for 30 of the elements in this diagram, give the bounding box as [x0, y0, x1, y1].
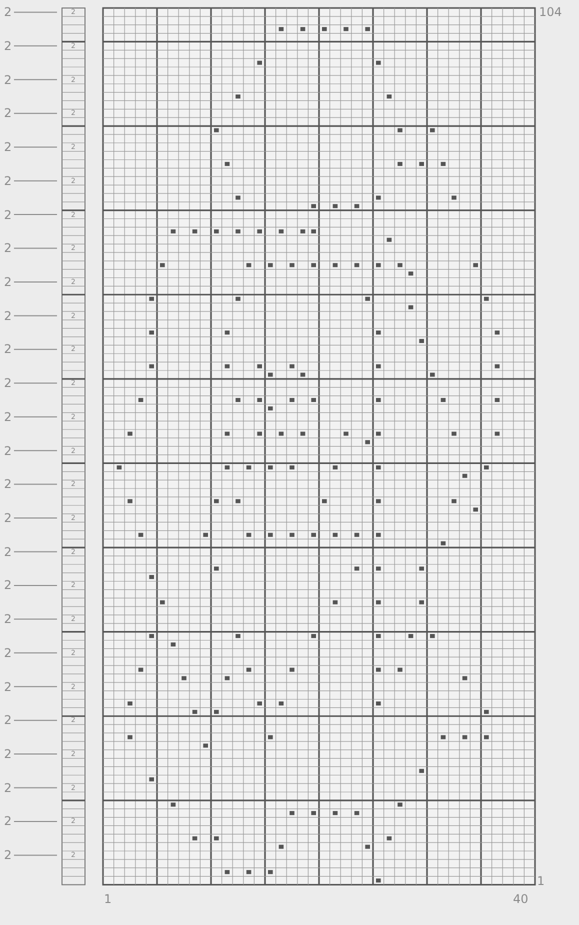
row-count-number: 2 — [4, 174, 12, 187]
row-count-number: 2 — [4, 310, 12, 322]
row-count-number: 2 — [4, 444, 12, 457]
row-count-number: 2 — [4, 40, 12, 52]
row-count-number: 2 — [4, 6, 12, 18]
row-count-number: 2 — [4, 276, 12, 288]
row-count-number: 2 — [4, 849, 12, 862]
row-count-number: 2 — [4, 478, 12, 490]
row-count-number: 2 — [4, 579, 12, 592]
row-count-number: 2 — [4, 613, 12, 626]
column-number: 40 — [513, 893, 528, 905]
row-count-number: 2 — [4, 714, 12, 726]
row-count-number: 2 — [4, 680, 12, 693]
row-count-number: 2 — [4, 208, 12, 221]
row-count-number: 2 — [4, 748, 12, 760]
row-number: 104 — [539, 6, 562, 18]
row-number: 1 — [537, 874, 545, 887]
row-count-number: 2 — [4, 343, 12, 356]
row-count-number: 2 — [4, 646, 12, 659]
row-count-number: 2 — [4, 546, 12, 558]
row-count-number: 2 — [4, 782, 12, 794]
row-count-number: 2 — [4, 410, 12, 423]
row-count-number: 2 — [4, 512, 12, 524]
row-count-number: 2 — [4, 74, 12, 86]
row-count-number: 2 — [4, 107, 12, 120]
row-count-number: 2 — [4, 141, 12, 154]
row-count-number: 2 — [4, 815, 12, 828]
row-count-number: 2 — [4, 377, 12, 390]
column-number: 1 — [104, 893, 112, 905]
row-count-number: 2 — [4, 242, 12, 254]
